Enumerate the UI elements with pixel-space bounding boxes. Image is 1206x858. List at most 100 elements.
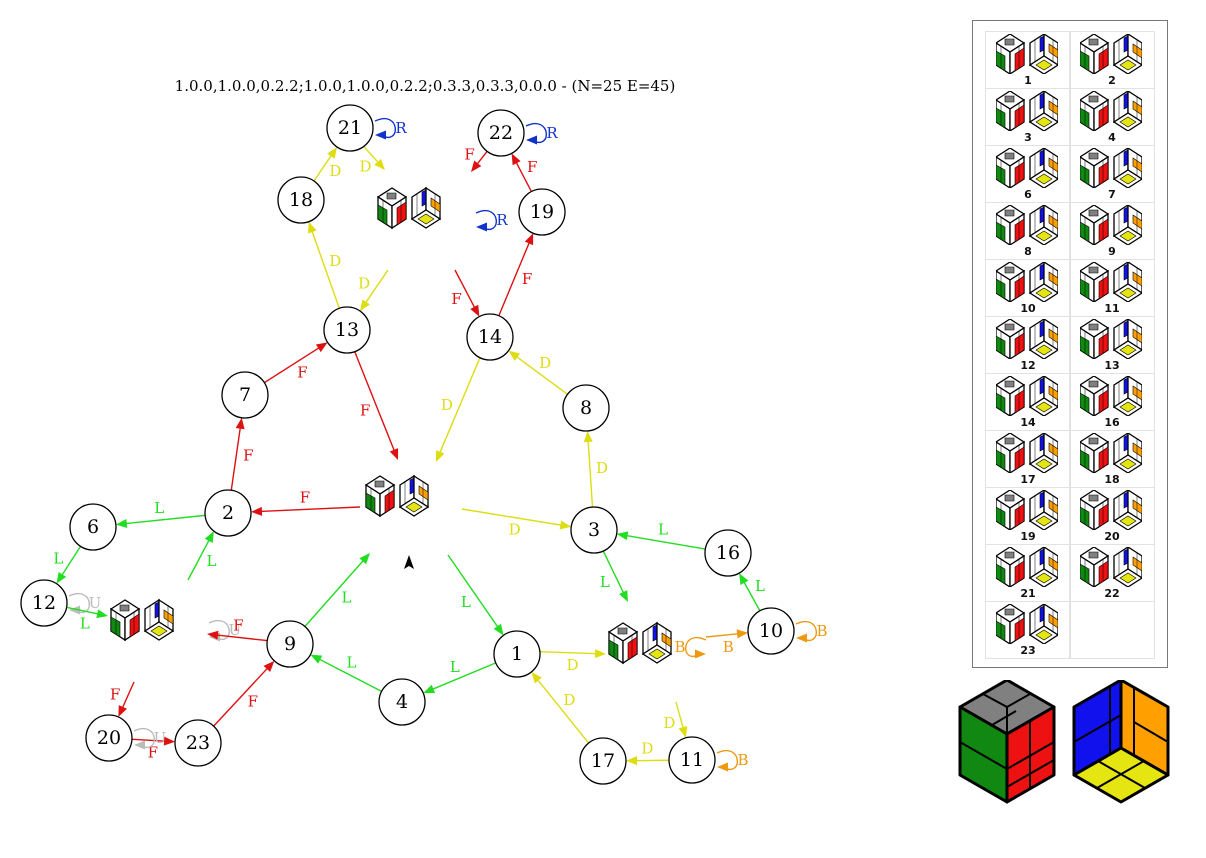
node-2[interactable]: 2 [204, 489, 252, 537]
node-label: 23 [186, 732, 210, 754]
node-7[interactable]: 7 [221, 371, 269, 419]
edge-22-22-r: R [525, 123, 558, 145]
thumbnail-label: 20 [1104, 530, 1120, 543]
edge-2-6-l: L [115, 499, 206, 528]
edge-label: F [464, 145, 474, 163]
node-label: 22 [489, 122, 513, 144]
node-23[interactable]: 23 [174, 719, 222, 767]
edge-center-2-f: F [250, 488, 361, 516]
node-22[interactable]: 22 [477, 109, 525, 157]
node-label: 19 [530, 201, 554, 223]
node-3[interactable]: 3 [570, 506, 618, 554]
edge-label: D [566, 656, 578, 674]
node-label: 13 [335, 319, 359, 341]
edge-label: D [358, 275, 370, 293]
edge-4-9-l: L [310, 653, 382, 693]
edge-label: F [522, 270, 532, 288]
node-14[interactable]: 14 [466, 313, 514, 361]
thumbnail-state-3: 3 [985, 88, 1071, 146]
thumbnail-state-7: 7 [1069, 145, 1155, 203]
edge-label: D [329, 162, 341, 180]
node-label: 11 [680, 749, 704, 771]
edge-21-cubeT-d: D [359, 145, 385, 175]
thumbnail-label: 11 [1104, 302, 1120, 315]
node-label: 3 [588, 519, 600, 541]
node-16[interactable]: 16 [704, 529, 752, 577]
node-12[interactable]: 12 [20, 579, 68, 627]
thumbnail-label: 14 [1020, 416, 1036, 429]
state-graph: 1.0.0,1.0.0,0.2.2;1.0.0,1.0.0,0.2.2;0.3.… [20, 77, 828, 785]
edge-label: F [300, 488, 310, 506]
edge-label: D [663, 714, 675, 732]
edge-label: D [641, 740, 653, 758]
node-11[interactable]: 11 [668, 736, 716, 784]
thumbnail-label: 22 [1104, 587, 1120, 600]
node-13[interactable]: 13 [323, 306, 371, 354]
edge-label: L [658, 521, 668, 539]
edge-center-1-l: L [447, 554, 504, 636]
edge-cubeR-cubeR-b: B [674, 637, 707, 659]
node-label: 1 [511, 643, 523, 665]
edge-16-3-l: L [616, 521, 706, 550]
left-cube-icon [110, 599, 174, 641]
node-label: 4 [396, 691, 408, 713]
edge-12-12-u: U [68, 593, 101, 615]
edge-in2-14-f: F [451, 269, 480, 317]
edge-label: B [737, 751, 748, 769]
edge-label: L [450, 658, 460, 676]
edge-center-3-d: D [461, 508, 572, 539]
edge-1-cubeR-d: D [539, 649, 606, 674]
node-9[interactable]: 9 [266, 620, 314, 668]
node-21[interactable]: 21 [326, 104, 374, 152]
thumbnail-label: 8 [1024, 245, 1032, 258]
edge-label: D [359, 157, 371, 175]
node-19[interactable]: 19 [518, 188, 566, 236]
node-label: 6 [87, 516, 99, 538]
edge-label: F [527, 158, 537, 176]
edge-2-7-f: F [230, 417, 254, 491]
thumbnail-state-2: 2 [1069, 31, 1155, 89]
edge-14-19-f: F [498, 233, 534, 317]
edge-13-18-d: D [308, 221, 341, 309]
thumbnail-state-17: 17 [985, 430, 1071, 488]
edge-label: F [248, 693, 258, 711]
thumbnail-label: 17 [1020, 473, 1036, 486]
node-1[interactable]: 1 [493, 630, 541, 678]
edge-label: D [563, 691, 575, 709]
edge-label: L [207, 552, 217, 570]
edge-11-11-b: B [716, 750, 749, 772]
right-cube-icon [608, 622, 672, 664]
edge-label: L [154, 499, 164, 517]
thumbnail-state-10: 10 [985, 259, 1071, 317]
thumbnail-state-21: 21 [985, 544, 1071, 602]
edge-cubeL-2-l: L [187, 531, 217, 581]
thumbnail-label: 10 [1020, 302, 1036, 315]
edge-label: B [816, 622, 827, 640]
edge-9-cubeL-f: F [207, 616, 268, 642]
edge-1-4-l: L [423, 658, 497, 694]
edge-in4-11-d: D [663, 701, 688, 738]
thumbnail-state-11: 11 [1069, 259, 1155, 317]
node-label: 2 [222, 502, 234, 524]
edge-label: R [496, 211, 508, 229]
node-4[interactable]: 4 [378, 678, 426, 726]
node-20[interactable]: 20 [85, 714, 133, 762]
edge-label: D [329, 252, 341, 270]
thumbnail-state-8: 8 [985, 202, 1071, 260]
node-8[interactable]: 8 [562, 384, 610, 432]
thumbnail-label: 3 [1024, 131, 1032, 144]
edge-label: L [53, 549, 63, 567]
node-6[interactable]: 6 [69, 503, 117, 551]
node-18[interactable]: 18 [277, 176, 325, 224]
edge-18-21-d: D [313, 147, 341, 182]
thumbnail-label: 19 [1020, 530, 1036, 543]
node-17[interactable]: 17 [579, 737, 627, 785]
edge-label: D [441, 396, 453, 414]
graph-title: 1.0.0,1.0.0,0.2.2;1.0.0,1.0.0,0.2.2;0.3.… [175, 77, 676, 95]
edge-20-20-u: U [133, 728, 166, 750]
thumbnail-state-20: 20 [1069, 487, 1155, 545]
edge-label: U [229, 621, 242, 639]
thumbnail-state-18: 18 [1069, 430, 1155, 488]
node-10[interactable]: 10 [747, 607, 795, 655]
